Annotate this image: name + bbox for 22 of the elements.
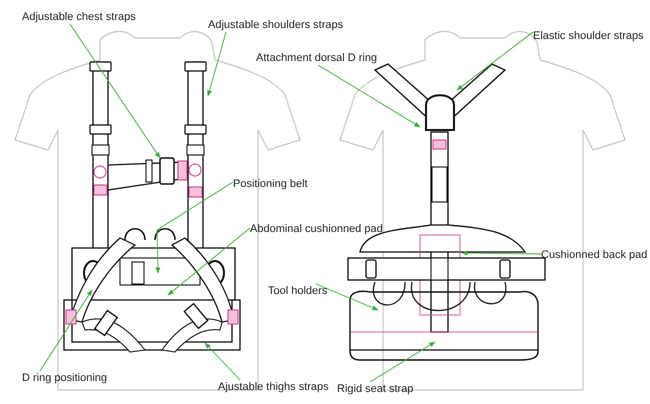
- leader-line: [204, 342, 240, 380]
- leader-line: [207, 32, 226, 97]
- callout-label: Positioning belt: [233, 177, 308, 191]
- leader-line: [70, 24, 160, 159]
- callout-label: Abdominal cushionned pad: [250, 222, 383, 236]
- leader-line: [456, 32, 534, 90]
- callout-label: Adjustable shoulders straps: [208, 18, 344, 32]
- callout-label: Elastic shoulder straps: [533, 29, 644, 43]
- callout-label: Tool holders: [268, 284, 328, 298]
- callout-label: D ring positioning: [22, 371, 107, 385]
- leader-line: [316, 284, 379, 310]
- callout-label: Attachment dorsal D ring: [256, 51, 378, 65]
- leader-line: [155, 182, 234, 274]
- leader-line: [461, 250, 542, 256]
- leader-line: [370, 342, 436, 382]
- callout-label: Ajustable thighs straps: [218, 380, 329, 394]
- leader-line: [168, 228, 250, 296]
- callout-label: Cushionned back pad: [541, 248, 648, 262]
- callout-label: Adjustable chest straps: [22, 10, 136, 24]
- callout-label: Rigid seat strap: [337, 382, 414, 396]
- leader-line: [40, 289, 92, 372]
- leader-line: [318, 64, 421, 128]
